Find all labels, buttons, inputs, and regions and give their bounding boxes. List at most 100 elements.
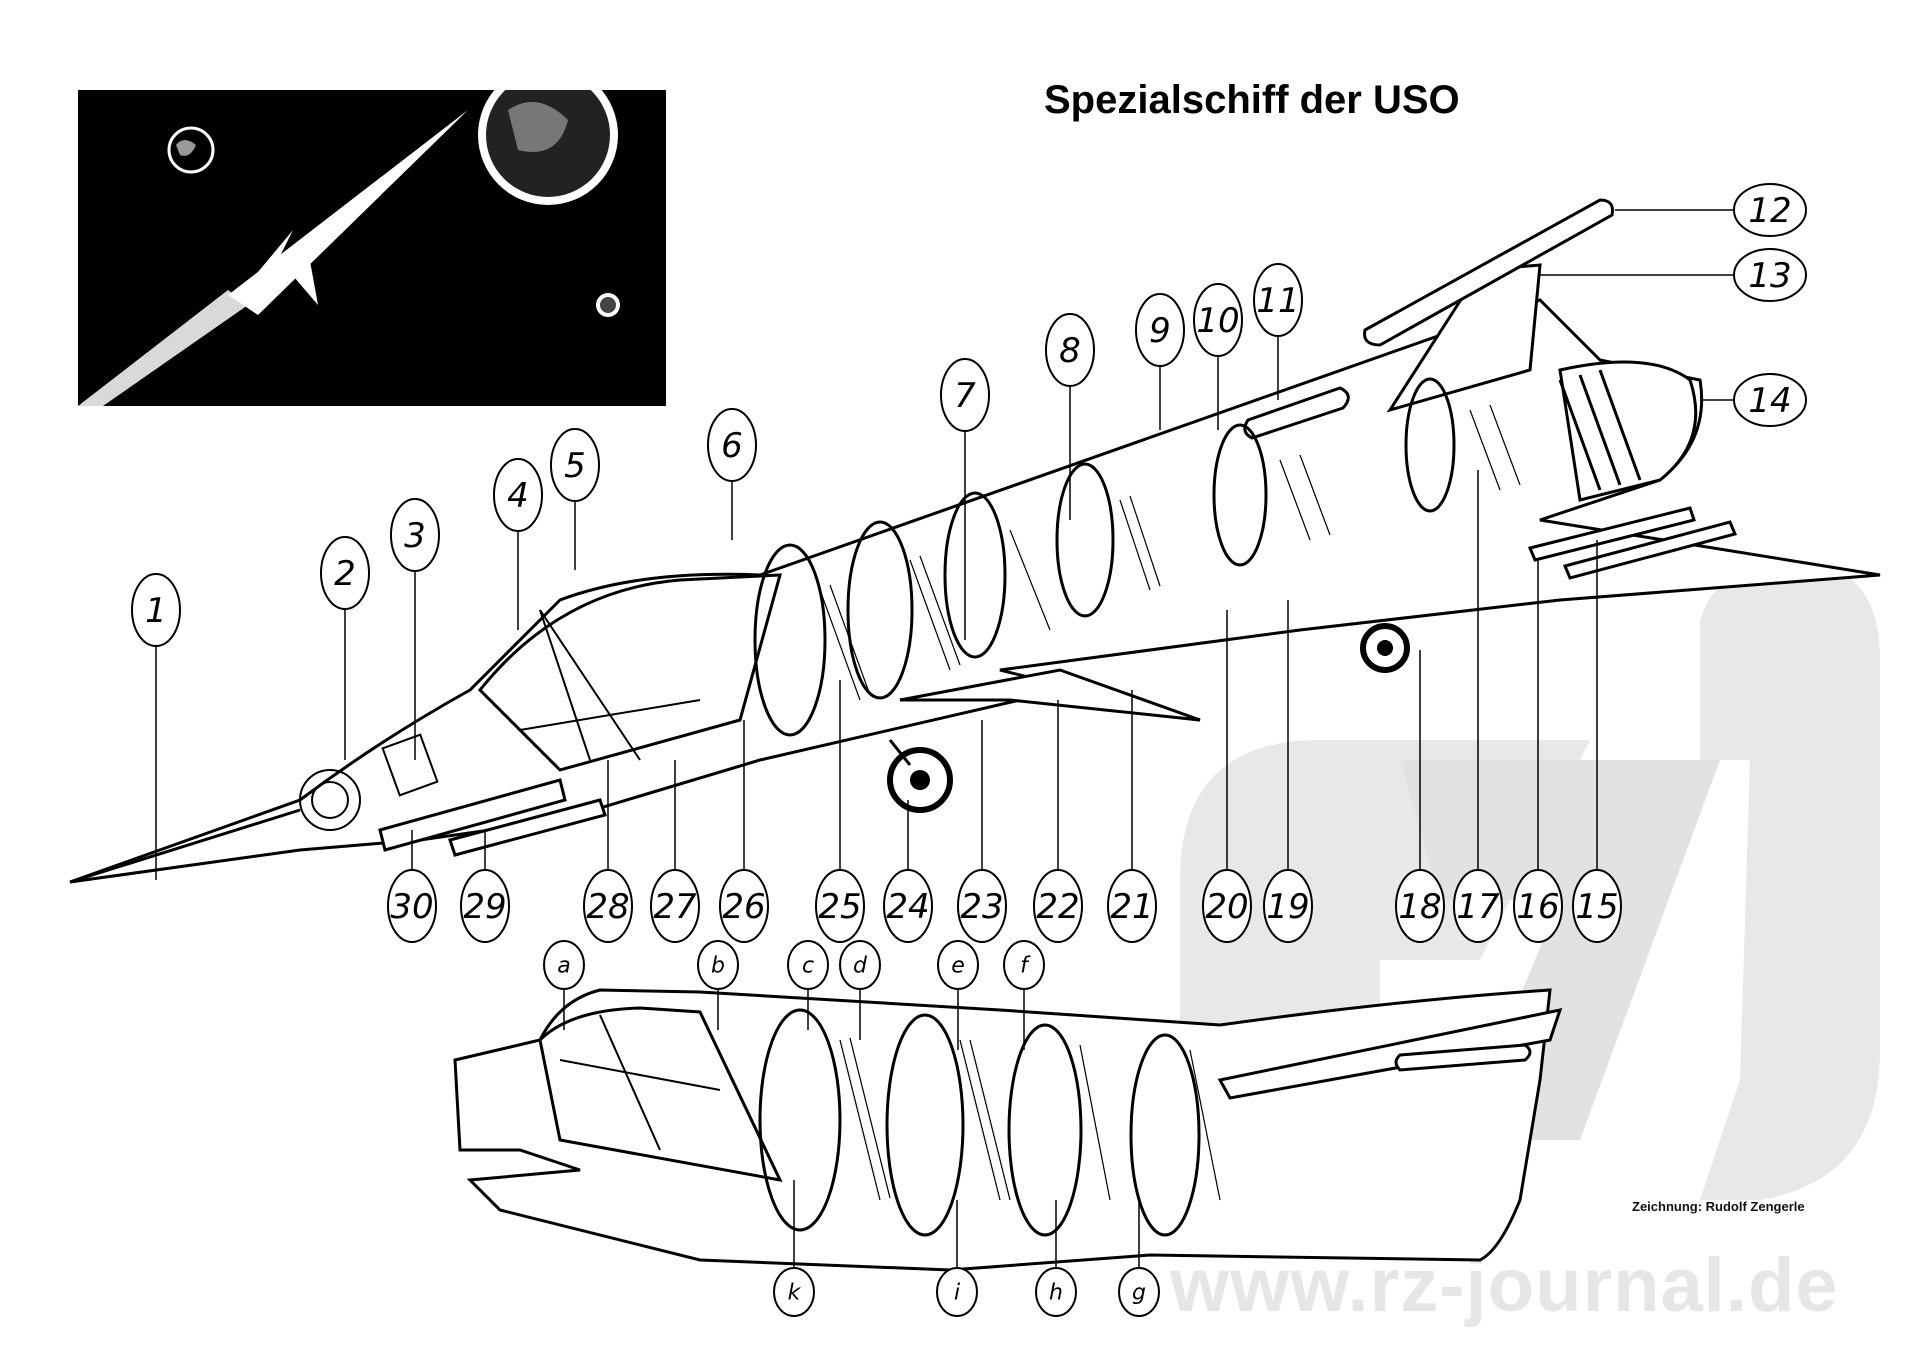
callout-g: g bbox=[1118, 1200, 1160, 1317]
callout-label: k bbox=[788, 1281, 802, 1306]
callout-12: 12 bbox=[1615, 183, 1807, 237]
callout-circle bbox=[1513, 869, 1563, 943]
callout-circle bbox=[1572, 869, 1622, 943]
callout-14: 14 bbox=[1700, 373, 1807, 427]
drawing-credit: Zeichnung: Rudolf Zengerle bbox=[1632, 1199, 1805, 1214]
callout-circle bbox=[1107, 869, 1157, 943]
callout-label: 20 bbox=[1205, 887, 1248, 927]
inset-ship-wing bbox=[243, 230, 293, 290]
callout-i: i bbox=[936, 1200, 978, 1317]
callout-label: 6 bbox=[721, 426, 743, 466]
callout-circle bbox=[131, 573, 181, 647]
callout-label: f bbox=[1020, 954, 1031, 979]
callout-label: 17 bbox=[1456, 887, 1500, 927]
callout-label: e bbox=[951, 954, 965, 979]
callout-circle bbox=[1202, 869, 1252, 943]
callout-circle bbox=[1045, 313, 1095, 387]
callout-19: 19 bbox=[1263, 600, 1313, 943]
callout-circle bbox=[1395, 869, 1445, 943]
callout-8: 8 bbox=[1045, 313, 1095, 520]
callout-label: 15 bbox=[1575, 887, 1618, 927]
callout-label: 13 bbox=[1748, 256, 1791, 296]
callout-circle bbox=[697, 940, 739, 990]
logo-z-shape bbox=[1400, 760, 1720, 1140]
callout-f: f bbox=[1003, 940, 1045, 1050]
canopy bbox=[477, 573, 782, 772]
callout-circle bbox=[1733, 248, 1807, 302]
callout-24: 24 bbox=[883, 800, 933, 943]
callout-circle bbox=[1035, 1267, 1077, 1317]
callout-circle bbox=[460, 869, 510, 943]
callout-label: g bbox=[1132, 1281, 1146, 1306]
callout-label: 16 bbox=[1516, 887, 1559, 927]
front-wing bbox=[899, 668, 1201, 722]
detail-missile bbox=[1394, 1043, 1532, 1072]
callout-circle bbox=[707, 408, 757, 482]
callout-label: h bbox=[1049, 1281, 1063, 1306]
callout-circle bbox=[550, 428, 600, 502]
landing-gear bbox=[887, 623, 1410, 813]
callout-circle bbox=[1253, 263, 1303, 337]
callout-10: 10 bbox=[1193, 283, 1243, 430]
callout-h: h bbox=[1035, 1200, 1077, 1317]
callout-label: 4 bbox=[507, 476, 529, 516]
callout-circle bbox=[936, 1267, 978, 1317]
callout-26: 26 bbox=[719, 720, 769, 943]
callout-circle bbox=[719, 869, 769, 943]
callout-circle bbox=[1033, 869, 1083, 943]
page-title: Spezialschiff der USO bbox=[1044, 78, 1460, 122]
callout-circle bbox=[787, 940, 829, 990]
callout-circle bbox=[773, 1267, 815, 1317]
callout-label: 8 bbox=[1059, 331, 1081, 371]
callout-label: d bbox=[853, 954, 868, 979]
callout-circle bbox=[937, 940, 979, 990]
callout-c: c bbox=[787, 940, 829, 1030]
callout-label: 7 bbox=[954, 376, 976, 416]
tail-fin bbox=[1386, 263, 1542, 413]
callout-18: 18 bbox=[1395, 650, 1445, 943]
callout-7: 7 bbox=[940, 358, 990, 640]
callout-2: 2 bbox=[320, 536, 370, 760]
callout-9: 9 bbox=[1135, 293, 1185, 430]
callout-30: 30 bbox=[387, 830, 437, 943]
nose-equipment bbox=[299, 733, 439, 831]
callout-circle bbox=[387, 869, 437, 943]
callout-d: d bbox=[839, 940, 881, 1040]
callout-label: 9 bbox=[1149, 311, 1171, 351]
callout-label: 19 bbox=[1266, 887, 1309, 927]
callout-circle bbox=[940, 358, 990, 432]
callout-4: 4 bbox=[493, 458, 543, 630]
callout-label: 25 bbox=[818, 887, 861, 927]
callout-23: 23 bbox=[957, 720, 1007, 943]
callout-circle bbox=[493, 458, 543, 532]
callout-k: k bbox=[773, 1180, 815, 1317]
callout-label: 29 bbox=[463, 887, 506, 927]
nose-spike bbox=[69, 808, 301, 884]
callout-3: 3 bbox=[390, 498, 440, 760]
callout-17: 17 bbox=[1453, 470, 1503, 943]
inset-ship-body bbox=[228, 110, 468, 315]
callout-label: 21 bbox=[1110, 887, 1153, 927]
callout-15: 15 bbox=[1572, 540, 1622, 943]
detail-bulkheads bbox=[758, 1008, 1201, 1237]
callout-label: 23 bbox=[960, 887, 1003, 927]
callout-circle bbox=[1118, 1267, 1160, 1317]
detail-hatching bbox=[839, 1037, 1221, 1201]
callout-circle bbox=[883, 869, 933, 943]
callout-label: 22 bbox=[1036, 887, 1079, 927]
ship-fuselage bbox=[69, 298, 1881, 884]
callout-13: 13 bbox=[1540, 248, 1807, 302]
callout-circle bbox=[583, 869, 633, 943]
callout-circle bbox=[1453, 869, 1503, 943]
callout-circle bbox=[1193, 283, 1243, 357]
callout-16: 16 bbox=[1513, 560, 1563, 943]
missile-top bbox=[1363, 198, 1614, 347]
callout-label: 10 bbox=[1196, 301, 1239, 341]
callout-29: 29 bbox=[460, 830, 510, 943]
inset-scene bbox=[78, 90, 620, 406]
exhaust-trail bbox=[78, 290, 248, 406]
